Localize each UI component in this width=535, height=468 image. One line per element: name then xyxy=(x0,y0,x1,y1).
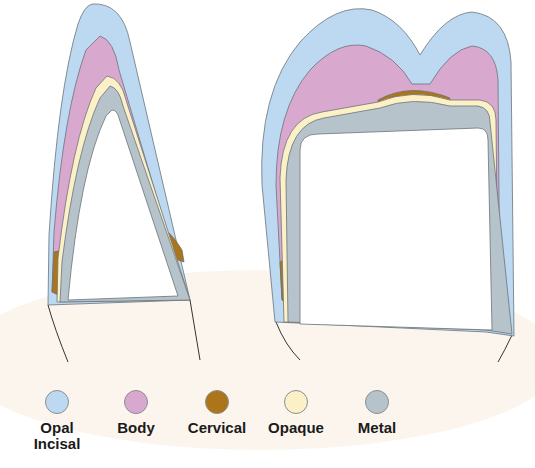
legend-label: Cervical xyxy=(187,420,247,436)
legend-label: Body xyxy=(106,420,166,436)
posterior-crown xyxy=(262,9,514,336)
legend-swatch xyxy=(124,390,148,414)
anterior-crown xyxy=(48,4,190,305)
legend-label: Opal Incisal xyxy=(27,420,87,452)
legend-label: Metal xyxy=(347,420,407,436)
legend-swatch xyxy=(365,390,389,414)
legend-label: Opaque xyxy=(266,420,326,436)
legend-swatch xyxy=(45,390,69,414)
legend-swatch xyxy=(205,390,229,414)
legend-swatch xyxy=(284,390,308,414)
